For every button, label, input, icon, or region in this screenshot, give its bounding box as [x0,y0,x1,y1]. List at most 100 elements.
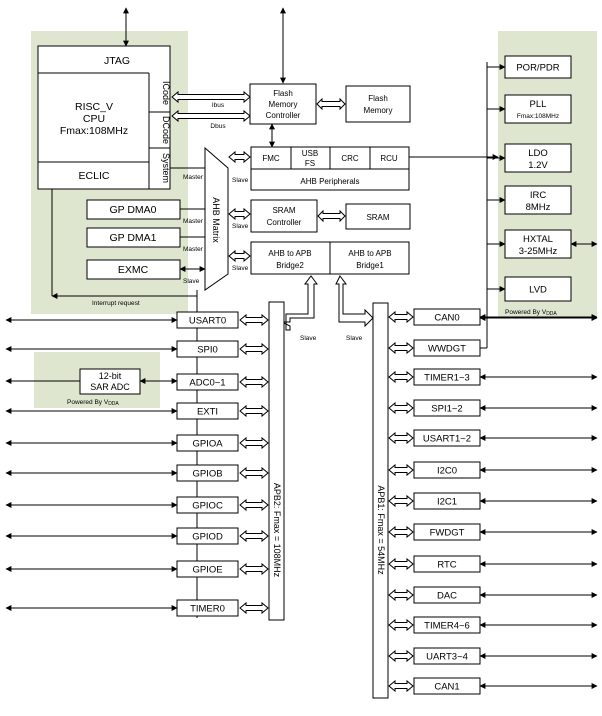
sram-link [317,209,346,223]
apb2-bus-label: APB2: Fmax = 108MHz [272,483,282,578]
slave-label-ahb: Slave [232,177,249,184]
crc-label: CRC [341,154,359,163]
bridge2-link [281,275,318,331]
apb1-wwdgt-block [413,339,481,357]
ibus-label: Ibus [212,102,225,109]
fmc-label: FMC [262,154,280,163]
apb1-uart3-4-link [388,649,414,663]
adc-powered-by: Powered By VDDA [67,399,119,407]
apb2-gpioa-link [239,436,269,450]
pll-block [504,94,572,124]
apb2-gpiod-link [239,529,269,543]
gp-dma0-label: GP DMA0 [109,204,156,216]
apb2-spi0-link [239,342,269,356]
cpu-type: CPU [83,113,105,125]
apb2-adc0-1-link [239,375,269,389]
hxtal-label-2: 3-25MHz [519,246,558,257]
ldo-label-2: 1.2V [528,160,548,171]
apb1-dac-label: DAC [437,591,457,602]
apb2-usart0-link [239,313,269,327]
apb1-timer4-6-label: TIMER4~6 [424,621,470,632]
apb1-spi1-2-link [388,401,414,415]
apb1-timer4-6-link [388,618,414,632]
irc-label-2: 8MHz [526,202,551,213]
ahb-peripherals-label: AHB Peripherals [300,177,359,186]
apb1-wwdgt-label: WWDGT [428,344,466,355]
apb1-fwdgt-link [388,525,414,539]
apb2-exti-label: EXTI [197,407,218,418]
ahb-matrix-label: AHB Matrix [211,197,221,243]
slave-label-sram: Slave [232,223,249,230]
adc-line1: 12-bit [99,371,122,381]
apb1-can0-link [388,310,414,324]
flash-ctrl-l1: Flash [273,89,293,98]
master-label-1: Master [183,174,204,181]
hxtal-label-1: HXTAL [523,234,553,245]
cpu-freq: Fmax:108MHz [60,125,128,137]
apb1-i2c0-link [388,463,414,477]
apb1-rtc-label: RTC [437,560,456,571]
slave-label-apb1: Slave [346,335,363,342]
flash-link [316,97,346,111]
pll-sub: Fmax:108MHz [517,113,559,120]
exmc-label: EXMC [118,264,149,276]
slave-label-apb2: Slave [300,335,317,342]
bridge1-l2: Bridge1 [356,261,384,270]
apb1-uart3-4-label: UART3~4 [426,652,468,663]
sram-block [345,203,411,230]
usb-label-1: USB [302,149,318,158]
sram-ctrl-l1: SRAM [272,206,295,215]
power-powered-by: Powered By VDDA [505,309,557,317]
apb2-gpioa-label: GPIOA [192,439,223,450]
adc-line2: SAR ADC [90,382,130,392]
apb2-gpiob-link [239,466,269,480]
master-label-3: Master [183,246,204,253]
cpu-name: RISC_V [75,101,113,113]
dcode-label: DCode [161,116,171,144]
jtag-label: JTAG [104,55,130,67]
apb2-timer0-label: TIMER0 [190,604,225,615]
power-zone [498,31,597,317]
apb2-gpioc-label: GPIOC [192,501,223,512]
slave-label-exmc: Slave [183,278,200,285]
apb1-i2c1-label: I2C1 [437,497,457,508]
flash-memory [345,85,411,123]
apb1-can1-link [388,679,414,693]
dbus-label: Dbus [210,123,226,130]
apb1-usart1-2-link [388,431,414,445]
apb1-spi1-2-label: SPI1~2 [431,404,462,415]
por-pdr-label: POR/PDR [516,63,559,74]
lvd-label: LVD [529,285,547,296]
bridge1-l1: AHB to APB [348,249,391,258]
hxtal-block [504,229,572,259]
apb2-timer0-link [239,601,269,615]
apb2-gpiob-label: GPIOB [192,469,222,480]
apb1-can1-label: CAN1 [434,682,459,693]
bridge2-l2: Bridge2 [276,261,304,270]
sram-label: SRAM [366,213,389,222]
master-label-2: Master [183,218,204,225]
sram-controller [250,199,318,233]
flash-ctrl-l3: Controller [266,111,301,120]
pll-label: PLL [530,99,547,110]
apb1-dac-link [388,588,414,602]
bridge2-l1: AHB to APB [268,249,311,258]
flash-controller [249,83,317,125]
apb2-adc0-1-block [176,373,239,391]
apb2-spi0-label: SPI0 [197,345,218,356]
usb-label-2: FS [305,159,315,168]
apb2-gpioe-label: GPIOE [192,565,222,576]
apb2-gpioe-link [239,562,269,576]
apb2-adc0-1-label: ADC0~1 [189,378,225,389]
apb2-gpiod-label: GPIOD [192,532,223,543]
apb1-timer1-3-link [388,370,414,384]
gp-dma1-label: GP DMA1 [109,232,156,244]
flash-mem-l1: Flash [368,94,388,103]
apb1-timer1-3-label: TIMER1~3 [424,373,470,384]
apb1-rtc-link [388,557,414,571]
apb1-usart1-2-label: USART1~2 [423,434,471,445]
system-label: System [161,153,171,183]
icode-label: ICode [161,81,171,105]
interrupt-request-label: Interrupt request [92,300,140,307]
apb2-bus [268,301,285,621]
